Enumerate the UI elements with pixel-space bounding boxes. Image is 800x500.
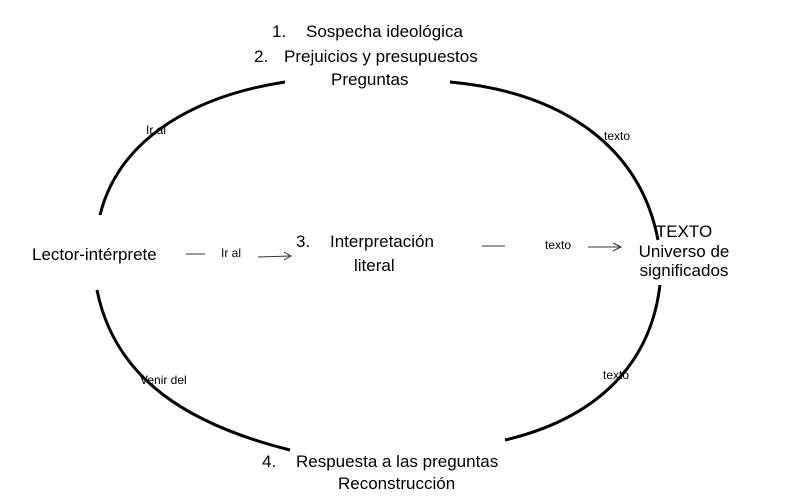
texto-block: TEXTO Universo de significados xyxy=(618,222,750,281)
item-1-label: 1. Sospecha ideológica xyxy=(272,22,463,42)
arc-label-ir-al-top: Ir al xyxy=(146,123,167,137)
arc-label-venir-del: Venir del xyxy=(140,373,187,387)
texto-line-2: Universo de xyxy=(638,241,730,261)
arrow-label-texto: texto xyxy=(545,238,572,252)
arrow-to-interpretacion-head xyxy=(283,251,293,261)
arc-bottom-left xyxy=(95,289,291,452)
item-4-sub: Reconstrucción xyxy=(338,474,456,493)
arrow-label-ir-al: Ir al xyxy=(221,246,242,260)
item-3-label: 3. Interpretación xyxy=(296,232,434,252)
arc-label-texto-bottom: texto xyxy=(603,368,630,382)
item-4-number: 4. xyxy=(262,452,277,471)
item-3-number: 3. xyxy=(296,232,311,251)
arc-top-left xyxy=(98,80,286,216)
item-2-sub: Preguntas xyxy=(331,70,409,89)
item-1-text: Sospecha ideológica xyxy=(306,22,463,41)
arc-label-texto-top: texto xyxy=(604,129,631,143)
item-4-label: 4. Respuesta a las preguntas xyxy=(262,452,498,472)
item-2-text: Prejuicios y presupuestos xyxy=(284,47,478,66)
texto-title: TEXTO xyxy=(655,222,713,241)
texto-line-3: significados xyxy=(639,261,729,281)
arrow-to-texto-head xyxy=(612,242,623,252)
item-3-line1: Interpretación xyxy=(330,232,434,251)
arrow-to-interpretacion xyxy=(257,255,291,258)
arc-top-right xyxy=(449,80,660,241)
item-2-label: 2. Prejuicios y presupuestos xyxy=(254,47,478,67)
lector-interprete-label: Lector-intérprete xyxy=(32,245,157,264)
item-2-number: 2. xyxy=(254,47,269,66)
item-4-text: Respuesta a las preguntas xyxy=(296,452,499,471)
arc-bottom-right xyxy=(504,284,662,442)
item-1-number: 1. xyxy=(272,22,287,41)
item-3-line2: literal xyxy=(354,256,395,275)
